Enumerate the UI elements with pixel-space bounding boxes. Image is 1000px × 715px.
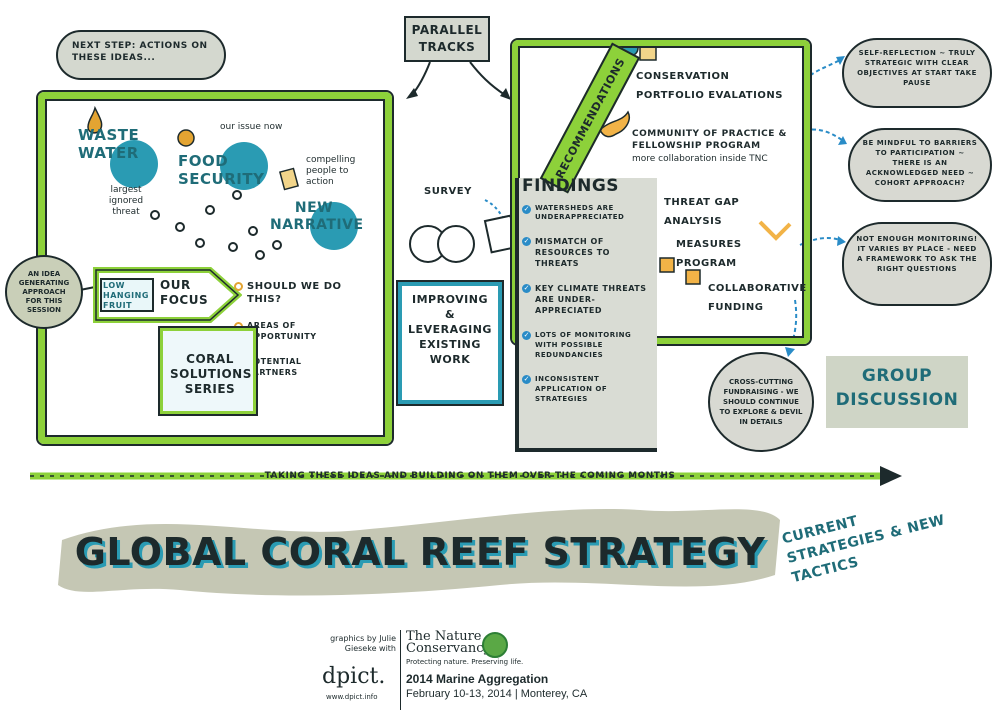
coral-solutions-label: CORAL SOLUTIONS SERIES [170,352,252,396]
food-security-circle [220,142,268,190]
rec-item: CONSERVATION PORTFOLIO EVALATIONS [636,71,783,101]
check-icon: ✓ [522,205,531,214]
low-hanging-fruit-box [100,278,154,312]
water-drop-icon [87,105,103,134]
findings-title: FINDINGS [522,176,620,196]
rec-item: MEASURES PROGRAM [676,239,742,269]
title-band [58,509,780,596]
largest-threat-note: largest ignored threat [108,185,144,217]
main-title: GLOBAL CORAL REEF STRATEGY [74,530,766,574]
dpict-logo: dpict. [322,664,386,689]
discussion-cloud: NOT ENOUGH MONITORING! IT VARIES by PLAC… [842,222,992,306]
new-narrative-label: NEW NARRATIVE [270,200,364,233]
discussion-cloud: SELF-REFLECTION ~ TRULY STRATEGIC with C… [842,38,992,108]
graphics-by: graphics by Julie Gieseke with [330,634,396,653]
credits: graphics by Julie Gieseke with dpict. ww… [300,630,660,710]
parallel-tracks-box: PARALLEL TRACKS [404,16,490,62]
finding-item: ✓ INCONSISTENT APPLICATION of STRATEGIES [522,375,608,403]
group-discussion-box: GROUP DISCUSSION [826,356,968,428]
finding-item: ✓ MISMATCH of RESOURCES to THREATS [522,237,610,268]
food-security-label: FOOD SECURITY [178,152,265,188]
coral-solutions-box [160,328,256,414]
idea-bubble: AN IDEA GENERATING APPROACH for this SES… [5,255,83,329]
next-step-cloud: NEXT STEP: ACTIONS on these IDEAS... [56,30,226,80]
discussion-cloud: Be MINDFUL to BARRIERS to PARTICIPATION … [848,128,992,202]
our-focus-label: OUR FOCUS [160,278,209,307]
findings-list: ✓ WATERSHEDS are UNDERAPPRECIATED ✓ MISM… [522,204,650,404]
tnc-logo-icon [482,632,508,658]
rec-item: COLLABORATIVE FUNDING [708,283,807,313]
low-hanging-fruit-label: LOW HANGING FRUIT [103,281,149,310]
credits-divider [400,630,401,710]
tnc-name-1: The Nature [406,629,482,644]
check-icon: ✓ [522,331,531,340]
waste-water-label: WASTE WATER [78,126,140,162]
tnc-tagline: Protecting nature. Preserving life. [406,658,524,666]
dpict-url: www.dpict.info [326,693,378,701]
event-title: 2014 Marine Aggregation [406,672,549,686]
timeline-arrowhead [880,466,902,486]
timeline-text: TAKING these IDEAS and BUILDING on THEM … [264,471,676,481]
event-date: February 10-13, 2014 | Monterey, CA [406,688,588,700]
compelling-note: compelling people to action [306,155,356,187]
note-icon [278,167,300,191]
check-icon: ✓ [522,284,531,293]
circle-bullet-icon [234,282,243,291]
new-narrative-circle [310,202,358,250]
finding-item: ✓ KEY CLIMATE THREATS are UNDER-APPRECIA… [522,284,647,315]
finding-item: ✓ LOTS of MONITORING with POSSIBLE REDUN… [522,331,632,359]
tnc-name-2: Conservancy [406,641,491,656]
waste-water-circle [110,140,158,188]
discussion-cloud: CROSS-CUTTING FUNDRAISING - WE SHOULD CO… [708,352,814,452]
check-icon: ✓ [522,375,531,384]
survey-label: SURVEY [424,186,472,197]
improving-box: IMPROVING & LEVERAGING EXISTING WORK [398,282,502,404]
finding-item: ✓ WATERSHEDS are UNDERAPPRECIATED [522,204,625,221]
findings-panel [515,178,657,452]
question-item: SHOULD WE DO THIS? [234,280,354,306]
rec-item: THREAT GAP ANALYSIS [664,197,740,227]
rec-item: COMMUNITY of PRACTICE & FELLOWSHIP PROGR… [632,129,787,164]
our-issue-note: our issue now [220,122,283,132]
check-icon: ✓ [522,237,531,246]
apple-icon [177,129,195,147]
